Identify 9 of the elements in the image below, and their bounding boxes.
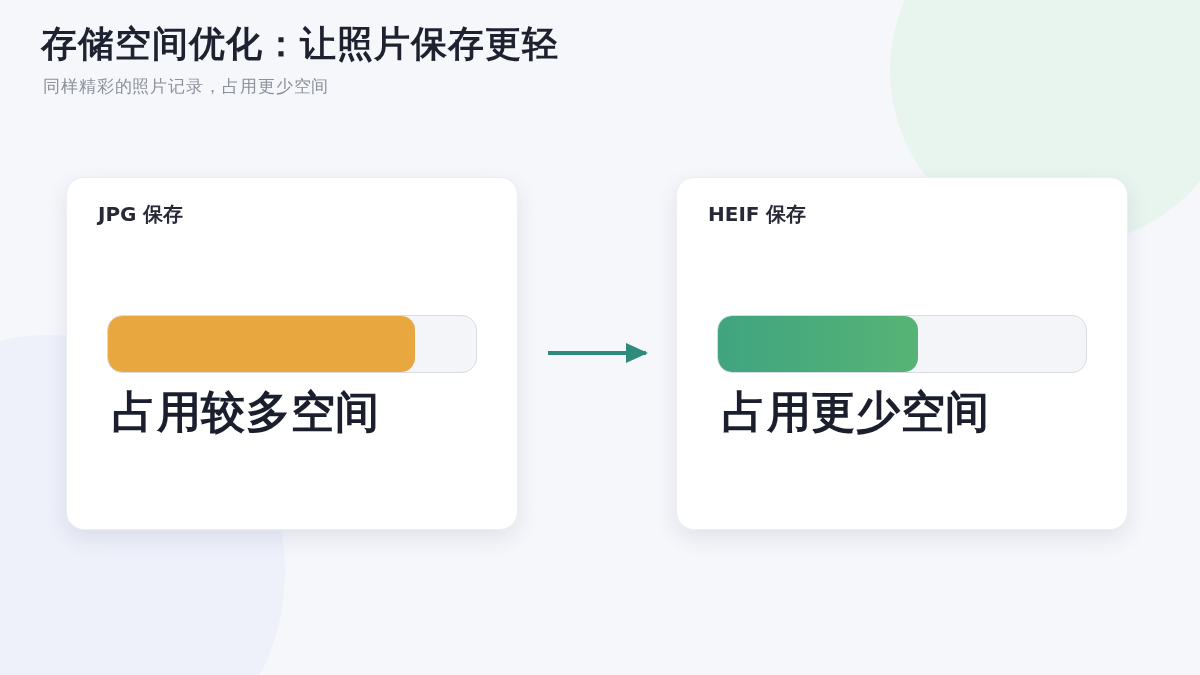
card-text: 占用较多空间 [112, 386, 381, 439]
arrow [548, 343, 648, 363]
card [676, 177, 1128, 530]
title: 存储空间优化：让照片保存更轻 [41, 22, 559, 66]
card [66, 177, 518, 530]
card-heading: HEIF 保存 [708, 202, 807, 226]
card-heading: JPG 保存 [98, 202, 184, 226]
card-text: 占用更少空间 [722, 386, 991, 439]
subtitle: 同样精彩的照片记录，占用更少空间 [43, 76, 330, 97]
